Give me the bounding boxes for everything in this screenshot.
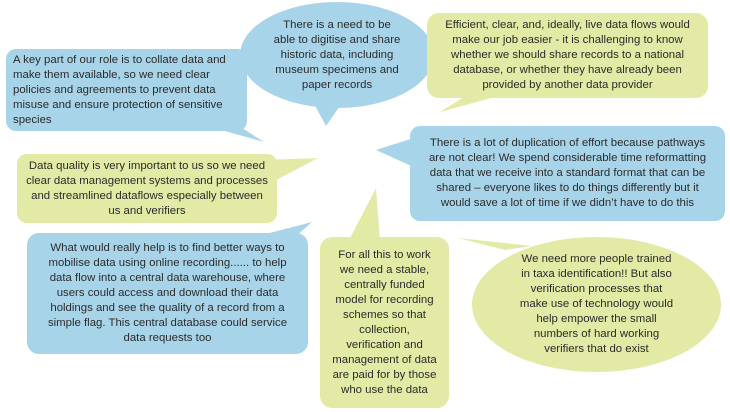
speech-bubble: There is a lot of duplication of effort … — [410, 126, 725, 221]
speech-bubble: There is a need to be able to digitise a… — [240, 2, 434, 108]
speech-bubble: Efficient, clear, and, ideally, live dat… — [427, 13, 708, 98]
bubble-text: For all this to work we need a stable, c… — [332, 248, 437, 396]
speech-bubble: For all this to work we need a stable, c… — [320, 237, 449, 408]
speech-bubble: We need more people trained in taxa iden… — [472, 237, 721, 372]
tail-b5 — [376, 136, 420, 170]
speech-bubble: Data quality is very important to us so … — [17, 154, 277, 223]
tail-b7 — [348, 188, 380, 242]
bubble-text: What would really help is to find better… — [47, 242, 288, 344]
bubble-text: Efficient, clear, and, ideally, live dat… — [445, 19, 690, 91]
speech-bubble: What would really help is to find better… — [27, 233, 308, 354]
bubble-text: We need more people trained in taxa iden… — [519, 253, 674, 355]
bubble-text: Data quality is very important to us so … — [26, 159, 268, 217]
bubble-text: A key part of our role is to collate dat… — [13, 53, 226, 126]
bubble-text: There is a need to be able to digitise a… — [273, 18, 401, 91]
bubble-text: There is a lot of duplication of effort … — [428, 137, 707, 209]
speech-bubble: A key part of our role is to collate dat… — [6, 49, 247, 131]
tail-b4 — [265, 158, 318, 186]
tail-b8 — [458, 238, 532, 250]
